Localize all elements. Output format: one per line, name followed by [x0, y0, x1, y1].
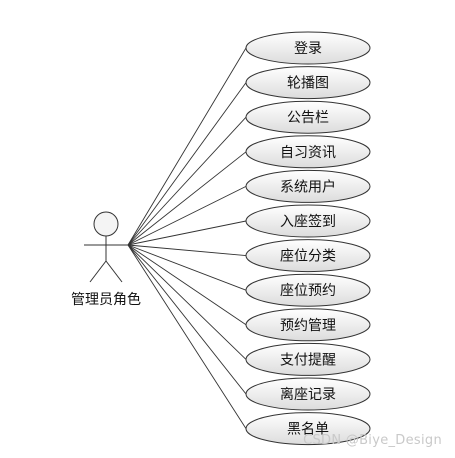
use-case-label: 自习资讯 — [280, 145, 336, 161]
use-case-ellipse — [245, 66, 371, 100]
use-case-label: 座位预约 — [280, 283, 336, 299]
use-case-3: 公告栏 — [245, 100, 371, 134]
association-line — [127, 47, 247, 246]
actor-admin: 管理员角色 — [71, 211, 141, 308]
use-case-label: 黑名单 — [287, 422, 329, 438]
use-case-5: 系统用户 — [245, 169, 371, 203]
use-case-list: 登录轮播图公告栏自习资讯系统用户入座签到座位分类座位预约预约管理支付提醒离座记录… — [245, 31, 371, 446]
use-case-ellipse — [245, 377, 371, 411]
use-case-12: 黑名单 — [245, 412, 371, 446]
use-case-label: 公告栏 — [287, 110, 329, 126]
association-lines — [127, 47, 247, 429]
association-line — [127, 244, 247, 291]
use-case-11: 离座记录 — [245, 377, 371, 411]
use-case-label: 入座签到 — [280, 213, 336, 230]
association-line — [127, 151, 247, 246]
association-line — [127, 244, 247, 429]
use-case-ellipse — [245, 204, 371, 238]
use-case-label: 系统用户 — [280, 178, 336, 195]
use-case-ellipse — [245, 169, 371, 203]
use-case-4: 自习资讯 — [245, 135, 371, 169]
association-line — [127, 220, 247, 246]
actor-label: 管理员角色 — [71, 291, 141, 308]
association-line — [127, 244, 247, 360]
use-case-1: 登录 — [245, 31, 371, 65]
association-line — [127, 244, 247, 395]
use-case-label: 轮播图 — [287, 76, 329, 92]
stick-figure-actor-icon — [84, 211, 128, 283]
use-case-8: 座位预约 — [245, 273, 371, 307]
use-case-ellipse — [245, 412, 371, 446]
use-case-10: 支付提醒 — [245, 342, 371, 376]
use-case-7: 座位分类 — [245, 239, 371, 273]
use-case-ellipse — [245, 273, 371, 307]
association-line — [127, 244, 247, 257]
use-case-label: 离座记录 — [280, 386, 336, 403]
association-line — [127, 244, 247, 326]
use-case-ellipse — [245, 239, 371, 273]
association-line — [127, 185, 247, 246]
use-case-ellipse — [245, 342, 371, 376]
use-case-6: 入座签到 — [245, 204, 371, 238]
association-line — [127, 116, 247, 246]
use-case-label: 支付提醒 — [280, 352, 336, 368]
use-case-label: 座位分类 — [280, 249, 336, 265]
use-case-ellipse — [245, 100, 371, 134]
watermark-text: CSDN @Biye_Design — [303, 433, 442, 448]
use-case-label: 预约管理 — [280, 318, 336, 334]
association-line — [127, 82, 247, 246]
use-case-2: 轮播图 — [245, 66, 371, 100]
use-case-ellipse — [245, 135, 371, 169]
use-case-ellipse — [245, 31, 371, 65]
use-case-9: 预约管理 — [245, 308, 371, 342]
use-case-ellipse — [245, 308, 371, 342]
use-case-label: 登录 — [294, 41, 322, 57]
